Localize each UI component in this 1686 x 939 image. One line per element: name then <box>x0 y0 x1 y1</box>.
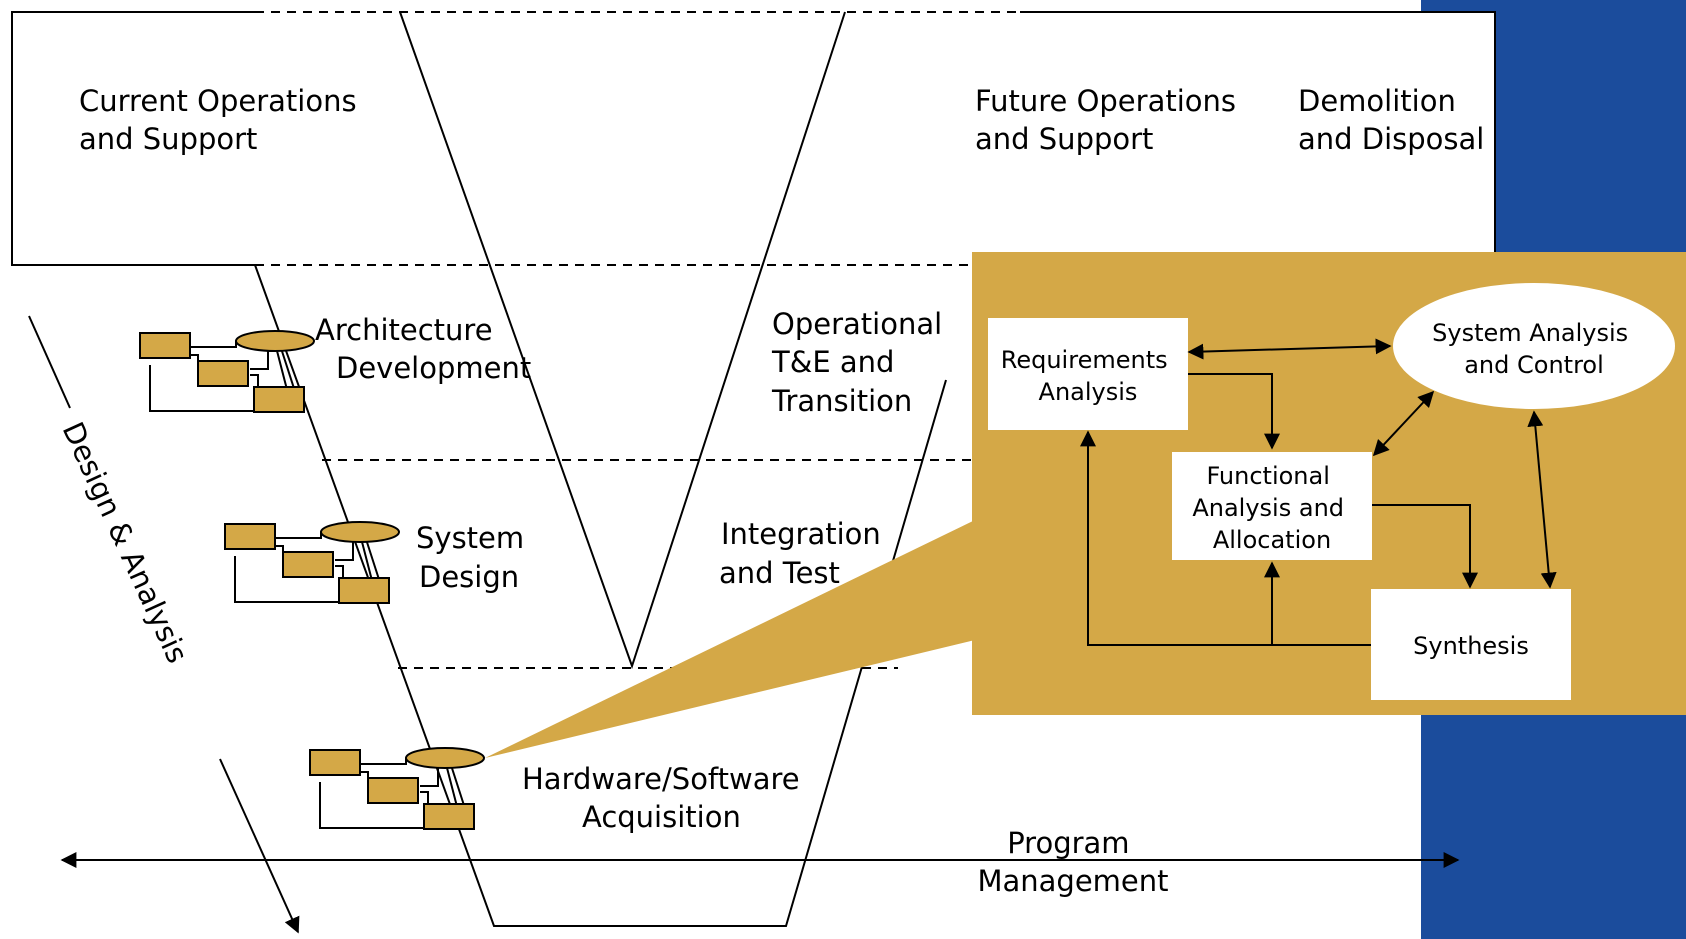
current-ops-label: Current Operations and Support <box>79 84 366 156</box>
system-design-label: System Design <box>416 521 533 594</box>
block-diagram-icon <box>139 330 315 413</box>
operational-label: Operational T&E and Transition <box>771 307 951 418</box>
top-phase-box <box>12 12 1495 265</box>
functional-analysis-label: Functional Analysis and Allocation <box>1192 462 1351 554</box>
design-analysis-axis <box>28 315 300 934</box>
requirements-analysis-label: Requirements Analysis <box>1001 346 1176 406</box>
functional-analysis-box[interactable] <box>1172 452 1372 560</box>
synthesis-box[interactable] <box>1371 589 1571 700</box>
requirements-analysis-box[interactable] <box>988 318 1188 430</box>
program-management-label: Program Management <box>977 826 1168 898</box>
system-analysis-control-ellipse[interactable] <box>1393 283 1675 409</box>
design-analysis-label: Design & Analysis <box>56 417 195 668</box>
block-diagram-icon <box>224 521 400 604</box>
callout-wedge <box>485 520 975 758</box>
top-box-outline <box>11 11 1496 266</box>
system-analysis-control-label: System Analysis and Control <box>1432 319 1636 379</box>
hw-sw-label: Hardware/Software Acquisition <box>522 762 809 834</box>
block-diagram-icon <box>309 747 485 830</box>
future-ops-label: Future Operations and Support <box>975 84 1245 156</box>
demolition-label: Demolition and Disposal <box>1298 84 1484 156</box>
synthesis-label: Synthesis <box>1413 632 1529 660</box>
process-arrows <box>1080 338 1557 646</box>
architecture-label: Architecture Development <box>315 313 531 385</box>
integration-label: Integration and Test <box>719 517 890 590</box>
